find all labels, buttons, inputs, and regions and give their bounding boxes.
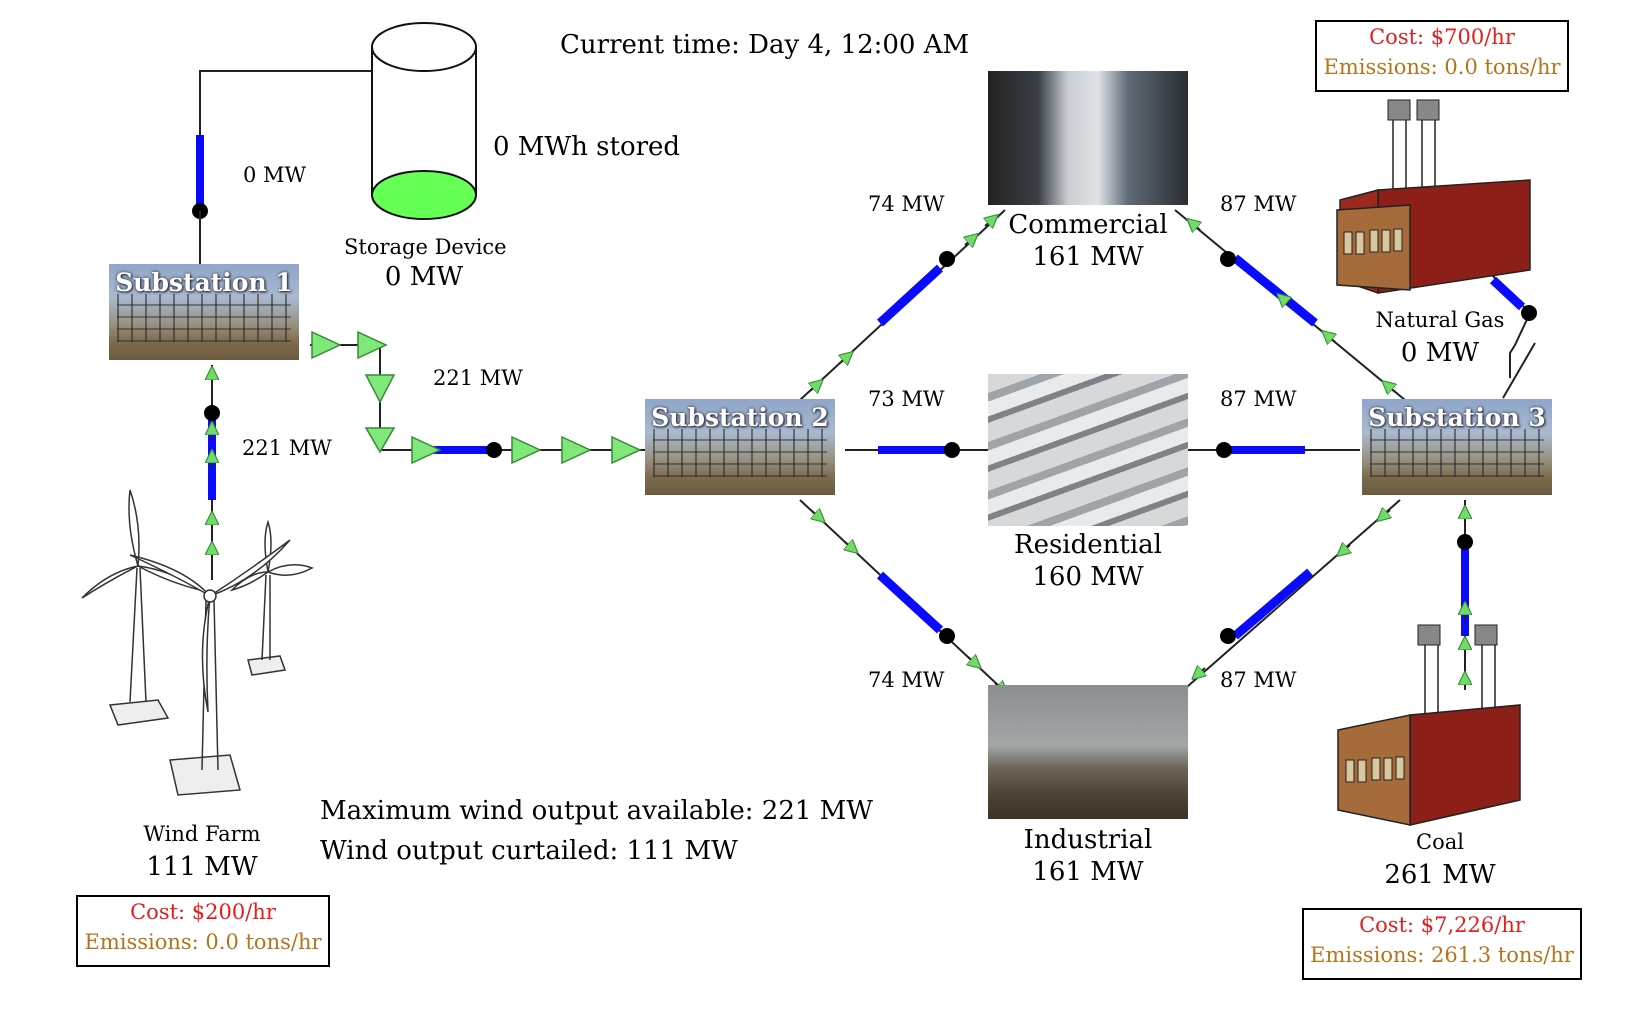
natural-gas-emissions: Emissions: 0.0 tons/hr xyxy=(1323,55,1561,79)
storage-line[interactable] xyxy=(192,70,372,265)
wind-farm-output: 111 MW xyxy=(146,852,258,882)
residential-photo xyxy=(988,374,1188,526)
wind-turbine-icon xyxy=(81,489,314,796)
coal-cost: Cost: $7,226/hr xyxy=(1359,913,1525,937)
wind-cost: Cost: $200/hr xyxy=(130,900,276,924)
substation3-to-residential-line[interactable] xyxy=(1180,442,1360,458)
storage-output: 0 MW xyxy=(384,262,464,292)
flow-s3-commercial: 87 MW xyxy=(1220,192,1297,216)
wind-emissions: Emissions: 0.0 tons/hr xyxy=(84,930,322,954)
substation-2[interactable]: Substation 2 xyxy=(645,399,835,495)
substation2-to-commercial-line[interactable] xyxy=(799,209,1006,401)
substation-icon xyxy=(653,429,827,477)
substation-1-label: Substation 1 xyxy=(115,268,293,297)
substation-3[interactable]: Substation 3 xyxy=(1362,399,1552,495)
natural-gas-output: 0 MW xyxy=(1400,338,1480,368)
substation3-to-commercial-line[interactable] xyxy=(1174,209,1406,401)
coal-name: Coal xyxy=(1416,830,1464,854)
s1-s2-line-flow: 221 MW xyxy=(433,366,523,390)
natural-gas-cost: Cost: $700/hr xyxy=(1369,25,1515,49)
coal-output: 261 MW xyxy=(1384,860,1496,890)
wind-cost-box: Cost: $200/hr Emissions: 0.0 tons/hr xyxy=(76,895,330,967)
substation-1[interactable]: Substation 1 xyxy=(109,264,299,360)
industrial-name: Industrial xyxy=(1023,825,1153,855)
commercial-name: Commercial xyxy=(1008,210,1168,240)
substation-icon xyxy=(117,294,291,342)
coal-line[interactable] xyxy=(1457,500,1473,690)
coal-cost-box: Cost: $7,226/hr Emissions: 261.3 tons/hr xyxy=(1302,908,1582,980)
power-plant-icon xyxy=(1336,99,1531,295)
storage-stored: 0 MWh stored xyxy=(493,132,681,162)
substation2-to-industrial-line[interactable] xyxy=(799,499,1031,716)
substation-icon xyxy=(1370,429,1544,477)
substation2-to-residential-line[interactable] xyxy=(845,442,1000,458)
wind-max-available: Maximum wind output available: 221 MW xyxy=(320,796,874,826)
substation3-to-industrial-line[interactable] xyxy=(1154,499,1401,716)
wind-farm-name: Wind Farm xyxy=(143,822,261,846)
storage-cylinder-icon xyxy=(371,22,477,220)
flow-s3-residential: 87 MW xyxy=(1220,387,1297,411)
storage-line-flow: 0 MW xyxy=(243,163,307,187)
industrial-photo xyxy=(988,685,1188,819)
commercial-value: 161 MW xyxy=(1032,242,1144,272)
flow-s2-commercial: 74 MW xyxy=(868,192,945,216)
residential-value: 160 MW xyxy=(1032,562,1144,592)
residential-name: Residential xyxy=(1014,530,1162,560)
substation-2-label: Substation 2 xyxy=(651,403,829,432)
wind-line-flow: 221 MW xyxy=(242,436,332,460)
wind-curtailed: Wind output curtailed: 111 MW xyxy=(320,836,738,866)
industrial-value: 161 MW xyxy=(1032,857,1144,887)
natural-gas-cost-box: Cost: $700/hr Emissions: 0.0 tons/hr xyxy=(1315,20,1569,92)
substation-3-label: Substation 3 xyxy=(1368,403,1546,432)
storage-name: Storage Device xyxy=(344,235,507,259)
coal-emissions: Emissions: 261.3 tons/hr xyxy=(1310,943,1574,967)
flow-s2-industrial: 74 MW xyxy=(868,668,945,692)
commercial-photo xyxy=(988,71,1188,205)
natural-gas-name: Natural Gas xyxy=(1375,308,1505,332)
flow-s3-industrial: 87 MW xyxy=(1220,668,1297,692)
wind-to-substation1-line[interactable] xyxy=(204,365,220,580)
current-time: Current time: Day 4, 12:00 AM xyxy=(560,30,970,60)
power-plant-icon xyxy=(1337,624,1521,826)
natural-gas-line[interactable] xyxy=(1479,262,1537,399)
flow-s2-residential: 73 MW xyxy=(868,387,945,411)
substation1-to-substation2-line[interactable] xyxy=(310,330,645,465)
